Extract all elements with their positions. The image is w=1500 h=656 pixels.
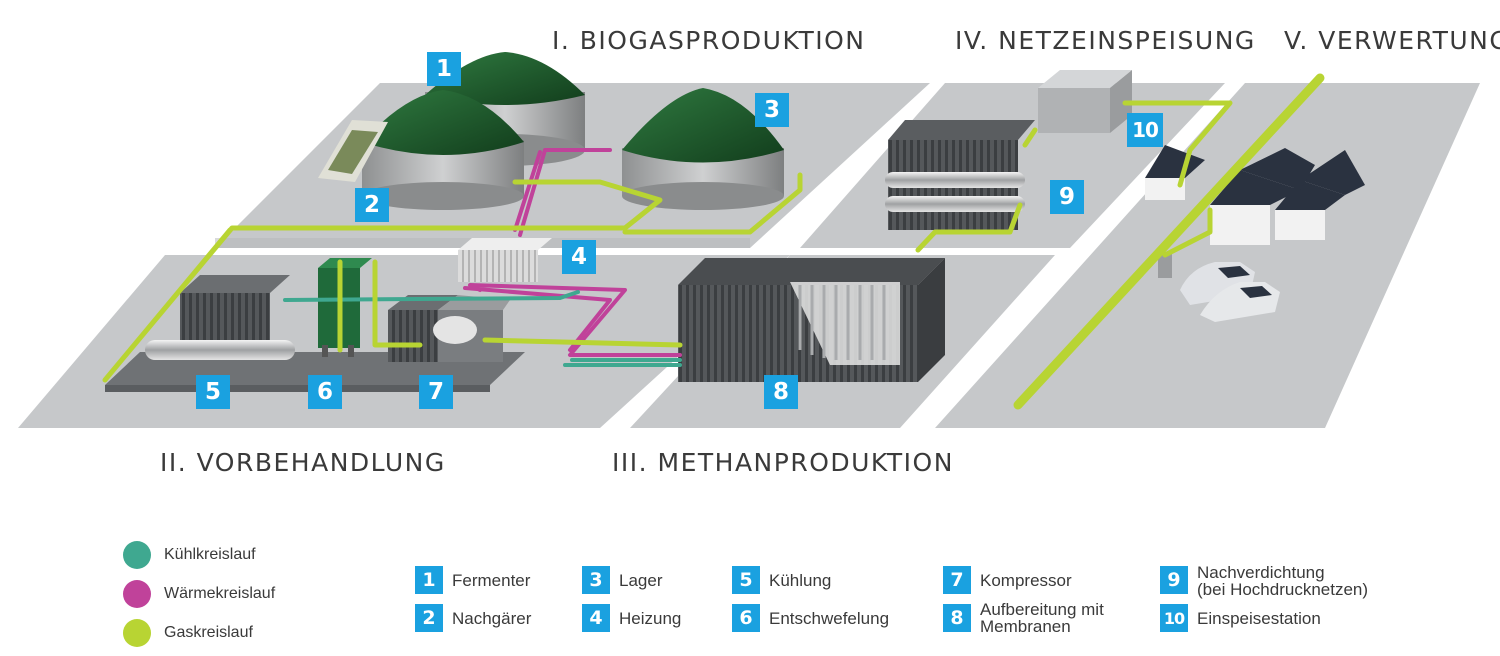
legend-badge: 2 bbox=[415, 604, 443, 632]
legend-badge: 5 bbox=[732, 566, 760, 594]
heating-container bbox=[458, 238, 552, 282]
legend-badge: 8 bbox=[943, 604, 971, 632]
badge-storage: 3 bbox=[755, 93, 789, 127]
legend-badge: 1 bbox=[415, 566, 443, 594]
section-title-usage: V. VERWERTUNG bbox=[1284, 26, 1500, 55]
digester-storage bbox=[622, 88, 784, 210]
badge-membranes: 8 bbox=[764, 375, 798, 409]
section-title-pretreatment: II. VORBEHANDLUNG bbox=[160, 448, 446, 477]
compressor-unit bbox=[388, 295, 510, 362]
badge-desulfurization: 6 bbox=[308, 375, 342, 409]
recompression-unit bbox=[885, 120, 1035, 230]
gas-house-line bbox=[1162, 207, 1213, 258]
legend-label-line2: Membranen bbox=[980, 617, 1071, 636]
badge-cooling: 5 bbox=[196, 375, 230, 409]
gas-circuit-label: Gaskreislauf bbox=[164, 624, 253, 641]
legend-badge: 10 bbox=[1160, 604, 1188, 632]
gas-main-line bbox=[1013, 73, 1325, 410]
legend-badge: 3 bbox=[582, 566, 610, 594]
legend-label: Einspeisestation bbox=[1197, 609, 1321, 628]
cooling-circuit-label: Kühlkreislauf bbox=[164, 546, 256, 563]
legend-badge: 9 bbox=[1160, 566, 1188, 594]
legend-label-line2: (bei Hochdrucknetzen) bbox=[1197, 580, 1369, 599]
legend-label: Nachgärer bbox=[452, 609, 532, 628]
feed-in-station bbox=[1038, 70, 1132, 133]
legend-label: Kühlung bbox=[769, 571, 832, 590]
legend-badge: 6 bbox=[732, 604, 760, 632]
badge-feed-in-station: 10 bbox=[1127, 113, 1163, 147]
silage-bin bbox=[318, 120, 388, 182]
cooling-unit bbox=[145, 275, 295, 360]
gas-circuit-swatch bbox=[123, 619, 151, 647]
legend-label: Entschwefelung bbox=[769, 609, 890, 628]
heat-circuit-line-2 bbox=[463, 286, 612, 352]
heat-circuit-swatch bbox=[123, 580, 151, 608]
heat-circuit-label: Wärmekreislauf bbox=[164, 585, 276, 602]
charging-post bbox=[1158, 252, 1172, 278]
legend-badge: 7 bbox=[943, 566, 971, 594]
section-title-methane: III. METHANPRODUKTION bbox=[612, 448, 954, 477]
badge-heating: 4 bbox=[562, 240, 596, 274]
legend-label: Heizung bbox=[619, 609, 682, 628]
heat-circuit-line bbox=[468, 148, 682, 357]
badge-fermenter: 1 bbox=[427, 52, 461, 86]
digester-postfermenter bbox=[362, 90, 524, 210]
badge-recompression: 9 bbox=[1050, 180, 1084, 214]
legend-label: Lager bbox=[619, 571, 663, 590]
legend-label: Kompressor bbox=[980, 571, 1072, 590]
cars bbox=[1180, 262, 1280, 322]
gas-circuit-line bbox=[102, 100, 1233, 383]
badge-compressor: 7 bbox=[419, 375, 453, 409]
legend-label: Aufbereitung mit bbox=[980, 600, 1104, 619]
badge-postfermenter: 2 bbox=[355, 188, 389, 222]
section-title-grid: IV. NETZEINSPEISUNG bbox=[955, 26, 1256, 55]
legend-badge: 4 bbox=[582, 604, 610, 632]
membrane-unit bbox=[678, 258, 945, 382]
houses bbox=[1145, 145, 1365, 245]
section-title-biogas: I. BIOGASPRODUKTION bbox=[552, 26, 866, 55]
cooling-circuit-swatch bbox=[123, 541, 151, 569]
legend-label: Fermenter bbox=[452, 571, 531, 590]
legend-label: Nachverdichtung bbox=[1197, 563, 1325, 582]
